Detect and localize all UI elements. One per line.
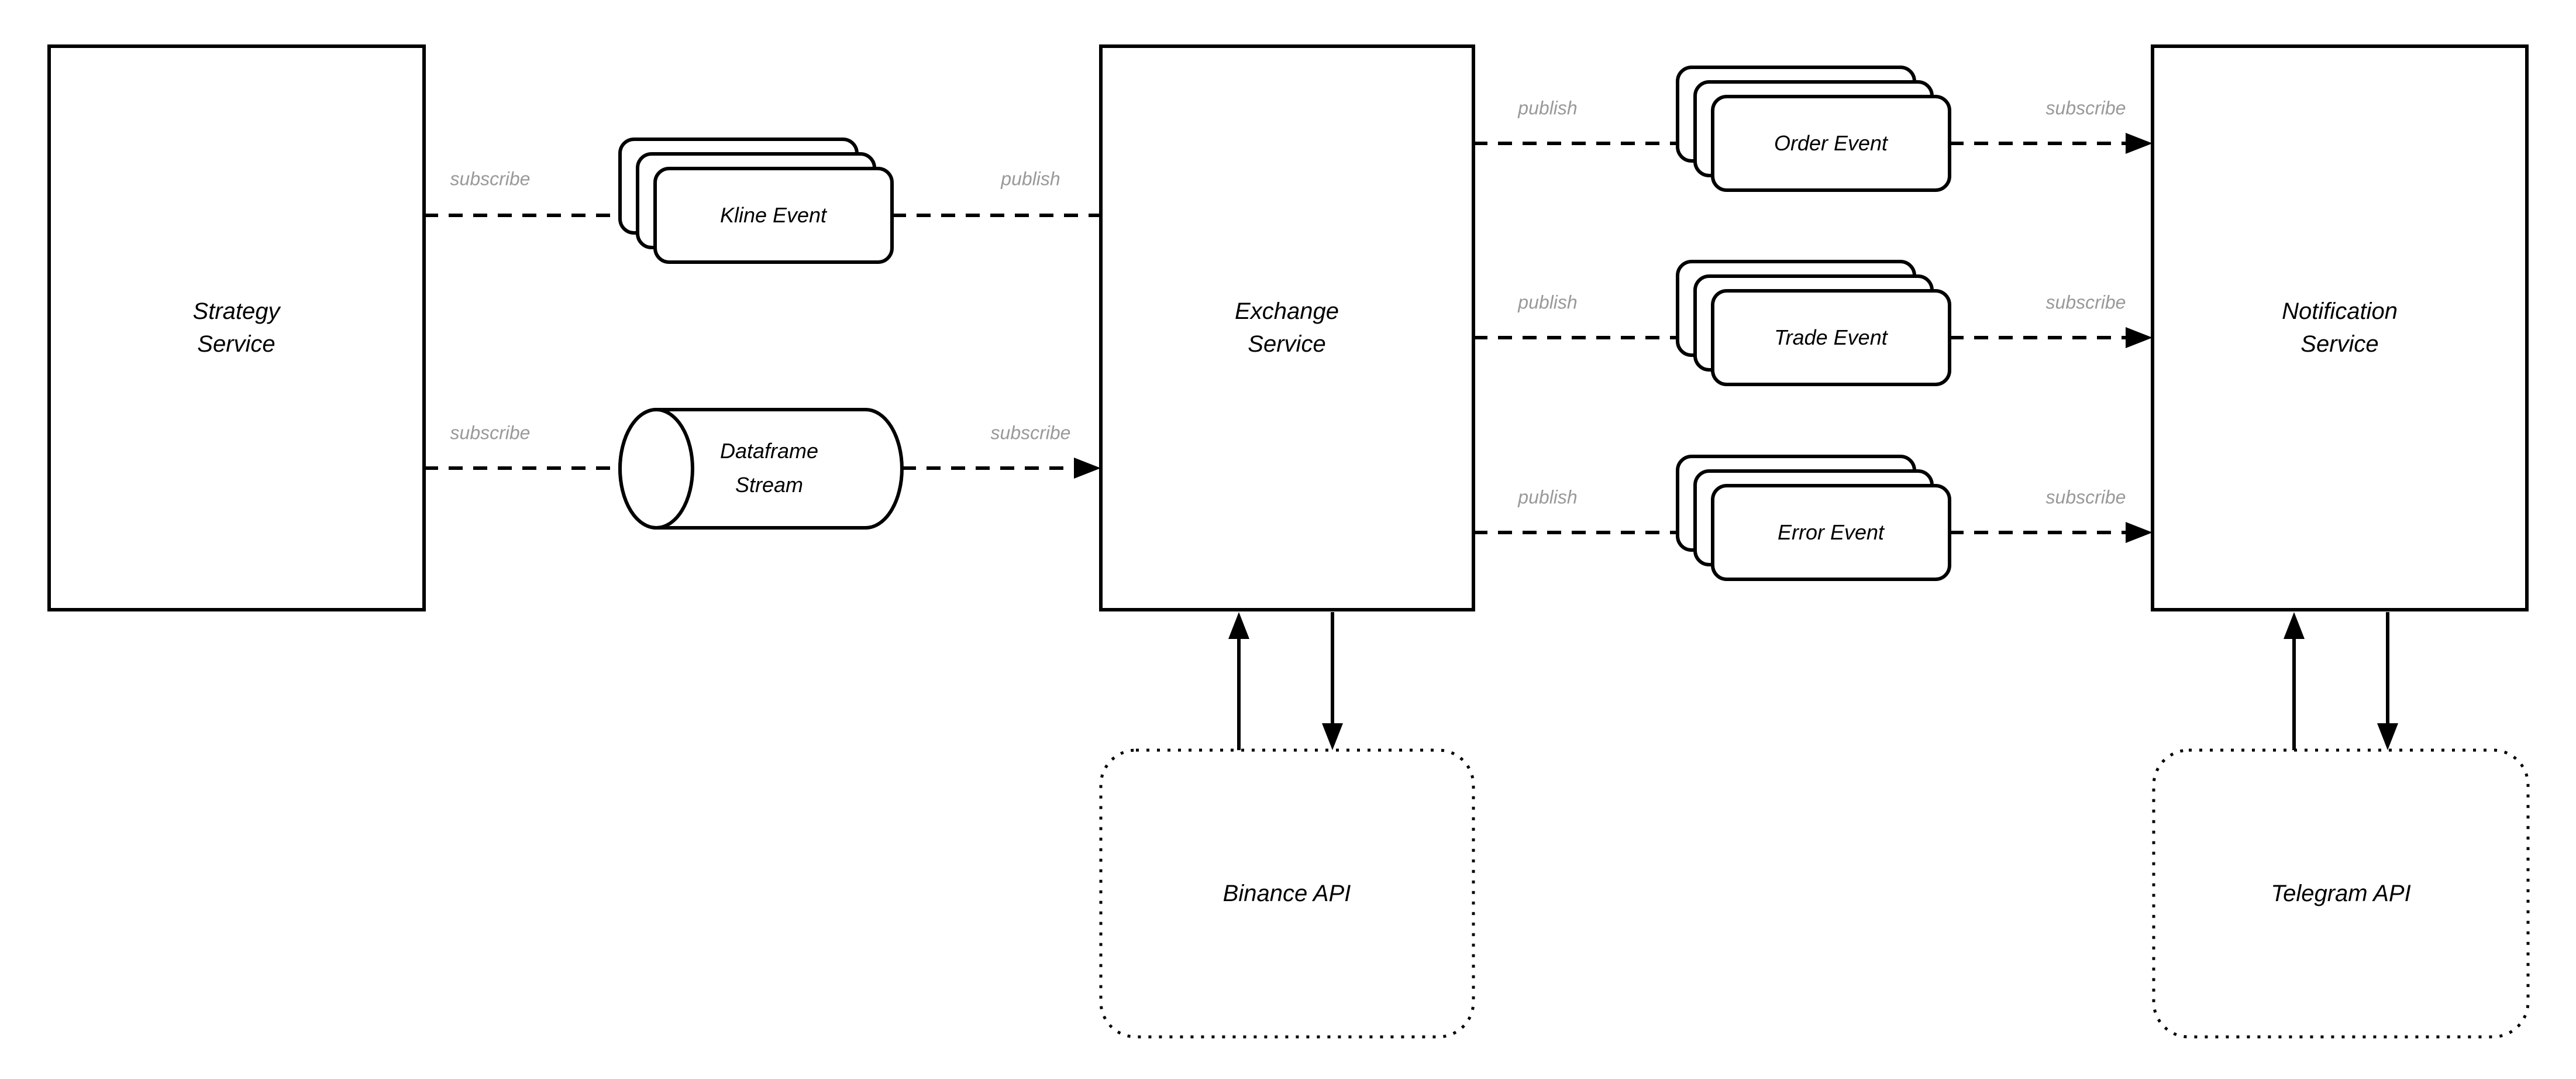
kline-event-card xyxy=(653,167,894,264)
label-exchange-trade: publish xyxy=(1518,291,1578,313)
label-strategy-dataframe: subscribe xyxy=(450,422,531,444)
order-event-label: Order Event xyxy=(1773,131,1888,155)
label-exchange-error: publish xyxy=(1518,486,1578,508)
binance-api-label: Binance API xyxy=(1222,881,1351,906)
arrowhead-into-notification xyxy=(2284,612,2305,639)
strategy-service-label-line1: Strategy xyxy=(192,298,280,324)
arrowhead-dataframe-exchange xyxy=(1074,458,1101,479)
arrowhead-into-exchange xyxy=(1228,612,1249,639)
label-strategy-kline: subscribe xyxy=(450,168,531,190)
notification-service-label: Notification Service xyxy=(2282,295,2398,360)
exchange-service-label-line2: Service xyxy=(1248,331,1326,357)
exchange-service-label-line1: Exchange xyxy=(1235,298,1339,324)
order-event-card xyxy=(1711,95,1951,192)
notification-service-label-line2: Service xyxy=(2301,331,2379,357)
dataframe-stream-label-line1: Dataframe xyxy=(719,439,819,463)
label-exchange-order: publish xyxy=(1518,97,1578,119)
notification-service-label-line1: Notification xyxy=(2282,298,2398,324)
error-event-card xyxy=(1711,484,1951,581)
error-event-label: Error Event xyxy=(1777,520,1885,544)
arrowhead-order-notification xyxy=(2126,133,2153,154)
arrowhead-into-binance xyxy=(1322,723,1343,750)
binance-api-box xyxy=(1099,748,1475,1039)
strategy-service-label: Strategy Service xyxy=(193,295,280,360)
telegram-api-label: Telegram API xyxy=(2271,881,2411,906)
arrowhead-trade-notification xyxy=(2126,327,2153,348)
label-dataframe-exchange: subscribe xyxy=(990,422,1071,444)
trade-event-card xyxy=(1711,289,1951,386)
strategy-service-label-line2: Service xyxy=(197,331,275,357)
kline-event-label: Kline Event xyxy=(719,203,827,227)
notification-service-box xyxy=(2151,44,2529,611)
arrowhead-into-telegram xyxy=(2377,723,2398,750)
dataframe-stream-label: Dataframe Stream xyxy=(720,434,818,502)
exchange-service-box xyxy=(1099,44,1475,611)
label-kline-exchange: publish xyxy=(1001,168,1060,190)
dataframe-stream-cylinder-cap xyxy=(618,408,694,530)
label-error-notification: subscribe xyxy=(2045,486,2126,508)
dataframe-stream-label-line2: Stream xyxy=(735,473,804,497)
exchange-service-label: Exchange Service xyxy=(1235,295,1339,360)
trade-event-label: Trade Event xyxy=(1774,325,1888,349)
label-trade-notification: subscribe xyxy=(2045,291,2126,313)
label-order-notification: subscribe xyxy=(2045,97,2126,119)
telegram-api-box xyxy=(2152,748,2530,1039)
strategy-service-box xyxy=(47,44,426,611)
arrowhead-error-notification xyxy=(2126,522,2153,543)
